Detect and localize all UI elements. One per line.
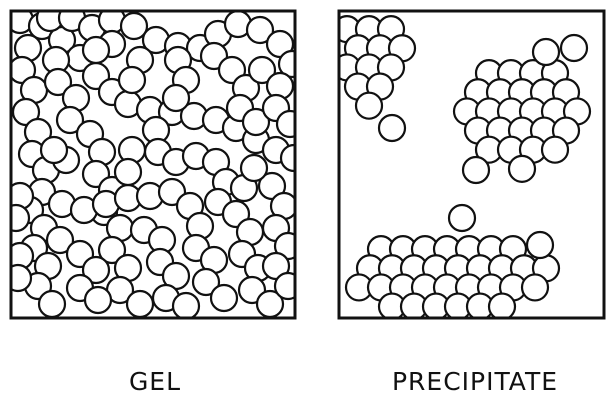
precipitate-panel-frame <box>337 9 606 320</box>
precipitate-particle <box>525 230 555 260</box>
gel-particle <box>273 271 295 301</box>
gel-particle <box>247 55 277 85</box>
gel-particle <box>209 283 239 313</box>
gel-particle <box>37 289 67 318</box>
gel-particle <box>119 11 149 41</box>
precipitate-caption: PRECIPITATE <box>392 367 558 396</box>
gel-particle <box>239 153 269 183</box>
precipitate-panel <box>337 9 606 320</box>
precipitate-particle <box>520 273 550 302</box>
precipitate-particle <box>507 154 537 183</box>
gel-particle <box>277 49 295 79</box>
precipitate-particle-clusters <box>339 15 592 318</box>
gel-particle <box>241 107 271 137</box>
precipitate-particle <box>377 113 407 143</box>
gel-caption: GEL <box>129 367 181 396</box>
precipitate-particle <box>461 155 491 185</box>
gel-particle <box>275 109 295 139</box>
gel-particle <box>81 35 111 65</box>
gel-panel-frame <box>9 9 297 320</box>
gel-particle <box>45 225 75 255</box>
gel-particle <box>11 203 31 233</box>
precipitate-particle <box>540 135 570 164</box>
gel-particle <box>113 157 143 187</box>
precipitate-particle <box>447 203 477 233</box>
precipitate-particle <box>487 292 517 318</box>
precipitate-particle <box>354 91 384 120</box>
gel-particle <box>171 291 201 318</box>
gel-particle <box>83 285 113 315</box>
gel-particle <box>43 67 73 97</box>
gel-particle <box>11 263 33 293</box>
gel-particle <box>191 267 221 297</box>
gel-particle <box>55 105 85 135</box>
precipitate-particle <box>559 33 589 63</box>
gel-particle <box>117 65 147 95</box>
gel-particle <box>81 255 111 285</box>
gel-particle <box>39 135 69 165</box>
gel-particle <box>125 289 155 318</box>
gel-particle <box>97 235 127 265</box>
gel-particle-network <box>11 11 295 318</box>
gel-particle <box>161 83 191 113</box>
gel-panel <box>9 9 297 320</box>
precipitate-particle <box>531 37 561 67</box>
gel-particle <box>245 15 275 45</box>
